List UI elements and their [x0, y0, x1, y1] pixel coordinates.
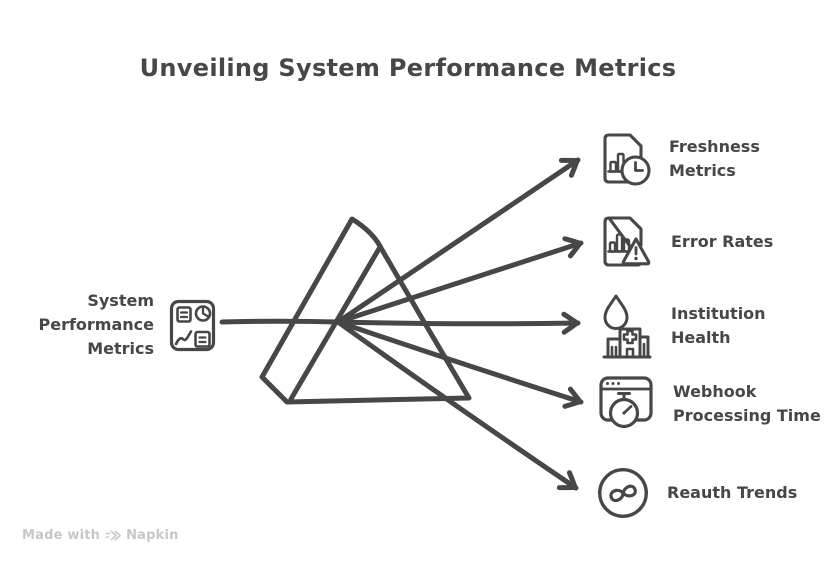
source-label: System Performance Metrics	[38, 291, 154, 358]
output-label: Webhook Processing Time	[673, 382, 821, 425]
output-row-freshness-metrics: Freshness Metrics	[596, 128, 819, 189]
watermark: Made with Napkin	[22, 528, 179, 543]
output-row-reauth-trends: Reauth Trends	[596, 466, 817, 520]
document-chart-warning-icon	[603, 216, 651, 267]
output-row-error-rates: Error Rates	[596, 211, 821, 273]
napkin-logo-icon	[105, 530, 121, 541]
watermark-brand: Napkin	[126, 528, 179, 543]
ray-institution-health	[335, 311, 581, 335]
incoming-ray	[219, 318, 341, 325]
output-row-webhook-processing-time: Webhook Processing Time	[596, 372, 823, 436]
output-label: Error Rates	[671, 232, 774, 251]
dashboard-metrics-icon	[169, 299, 216, 351]
ray-error-rates	[335, 236, 584, 325]
diagram-title: Unveiling System Performance Metrics	[139, 54, 677, 82]
output-label: Reauth Trends	[667, 483, 798, 502]
ray-freshness-metrics	[335, 157, 581, 325]
droplet-hospital-icon	[602, 294, 652, 359]
ray-reauth-trends	[335, 319, 579, 491]
output-label: Institution Health	[671, 304, 766, 347]
ray-webhook-processing-time	[335, 319, 584, 409]
document-chart-clock-icon	[603, 133, 651, 186]
output-row-institution-health: Institution Health	[596, 291, 821, 361]
prism-outline	[259, 216, 472, 405]
watermark-text: Made with	[22, 528, 101, 543]
output-label: Freshness Metrics	[669, 136, 760, 180]
sync-loop-circle-icon	[598, 468, 648, 518]
source-node: System Performance Metrics	[30, 289, 216, 361]
browser-stopwatch-icon	[599, 376, 653, 429]
